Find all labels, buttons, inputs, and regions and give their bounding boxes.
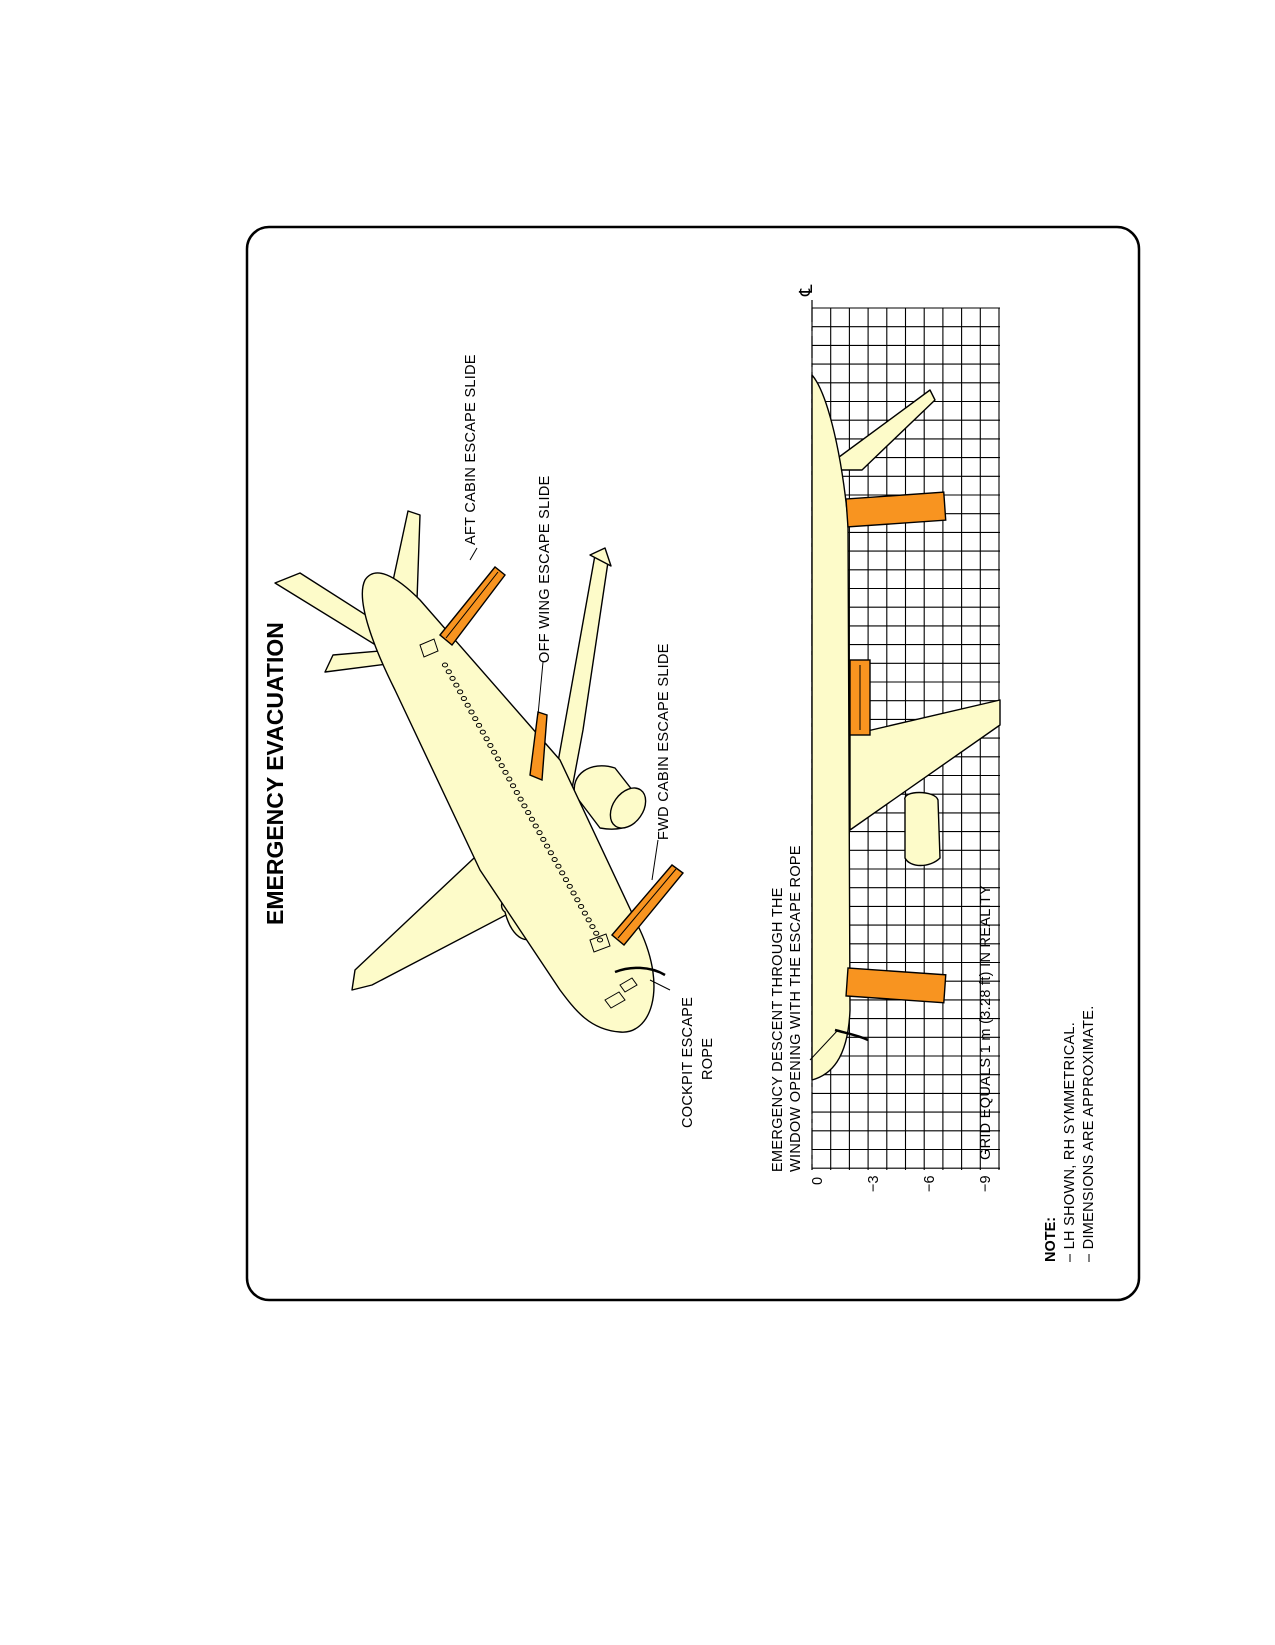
cabin-window: [566, 883, 573, 889]
slide-edge: [617, 868, 677, 939]
cabin-window: [581, 910, 588, 916]
diagram-title: EMERGENCY EVACUATION: [262, 622, 288, 925]
cabin-window: [509, 783, 517, 789]
centerline-symbol: ℄: [796, 284, 816, 297]
note-block: NOTE: – LH SHOWN, RH SYMMETRICAL. – DIME…: [1043, 1005, 1097, 1262]
cabin-window: [593, 930, 600, 936]
aircraft-3d-view: [274, 510, 685, 1033]
cabin-window: [528, 816, 536, 822]
cabin-window: [464, 702, 471, 708]
cabin-window: [513, 789, 520, 795]
tick-label-9: −9: [978, 1175, 994, 1192]
aircraft-plan-view: [811, 374, 1001, 1081]
cockpit-rope-label-1: COCKPIT ESCAPE: [680, 997, 696, 1128]
off-wing-slide: [529, 711, 548, 782]
leader-line: [651, 839, 659, 881]
cabin-window: [559, 870, 566, 876]
cabin-windows: [441, 662, 604, 943]
slide-edge: [445, 571, 499, 639]
cabin-window: [441, 662, 449, 668]
cabin-window: [468, 709, 475, 715]
note-heading: NOTE:: [1043, 1217, 1059, 1262]
cabin-window: [502, 769, 509, 775]
cabin-window: [483, 736, 490, 742]
cockpit-rope-label-2: ROPE: [700, 1038, 716, 1080]
plan-fwd-slide: [845, 967, 947, 1004]
cabin-window: [525, 810, 532, 816]
cabin-window: [570, 890, 577, 896]
plan-escape-rope: [834, 1028, 869, 1042]
plan-aft-slide: [845, 491, 947, 528]
cabin-window: [449, 675, 456, 681]
descent-label-1: EMERGENCY DESCENT THROUGH THE: [770, 887, 786, 1172]
cabin-window: [506, 776, 513, 782]
engine-intake: [609, 787, 647, 829]
note-line-2: – DIMENSIONS ARE APPROXIMATE.: [1081, 1005, 1097, 1262]
fwd-door: [589, 933, 611, 953]
cabin-window: [536, 830, 543, 836]
fwd-cabin-slide-label: FWD CABIN ESCAPE SLIDE: [656, 643, 672, 840]
off-wing-slide-label: OFF WING ESCAPE SLIDE: [537, 475, 553, 663]
plan-engine: [904, 791, 941, 867]
cabin-window: [540, 836, 547, 842]
fwd-cabin-slide: [611, 864, 685, 946]
cabin-window: [562, 877, 570, 883]
cabin-window: [532, 823, 539, 829]
leader-line: [469, 547, 478, 561]
leader-line: [649, 979, 671, 991]
cabin-window: [577, 903, 585, 909]
cabin-window: [498, 763, 505, 769]
fuselage: [361, 572, 655, 1033]
aft-door: [419, 638, 439, 658]
cabin-window: [585, 917, 592, 923]
grid-axis-labels: 0 −3 −6 −9 GRID EQUALS 1 m (3.28 ft) IN …: [810, 885, 994, 1192]
callouts-3d: AFT CABIN ESCAPE SLIDE OFF WING ESCAPE S…: [463, 354, 716, 1128]
plan-wing: [849, 699, 1001, 831]
cabin-window: [596, 937, 604, 943]
tick-label-3: −3: [866, 1175, 882, 1192]
right-wingtip: [589, 547, 612, 567]
leader-line: [537, 661, 544, 716]
cabin-window: [494, 756, 502, 762]
note-line-1: – LH SHOWN, RH SYMMETRICAL.: [1062, 1022, 1078, 1262]
cabin-window: [491, 749, 498, 755]
diagram-frame: [245, 225, 1141, 1302]
cabin-window: [472, 716, 479, 722]
cabin-window: [547, 850, 554, 856]
cabin-window: [475, 722, 483, 728]
grid-scale-note: GRID EQUALS 1 m (3.28 ft) IN REALITY: [978, 885, 994, 1160]
cockpit-window: [619, 977, 638, 993]
cabin-window: [453, 682, 460, 688]
cabin-window: [479, 729, 486, 735]
cabin-window: [460, 696, 468, 702]
cabin-window: [574, 897, 581, 903]
cabin-window: [551, 857, 558, 863]
cabin-window: [521, 803, 528, 809]
cockpit-window: [604, 991, 626, 1009]
tick-label-6: −6: [922, 1175, 938, 1192]
descent-label-2: WINDOW OPENING WITH THE ESCAPE ROPE: [788, 845, 804, 1172]
tick-label-0: 0: [810, 1177, 826, 1185]
left-wing: [351, 842, 526, 991]
descent-callout: EMERGENCY DESCENT THROUGH THE WINDOW OPE…: [770, 845, 839, 1172]
cabin-window: [445, 669, 452, 675]
aft-cabin-slide-label: AFT CABIN ESCAPE SLIDE: [463, 354, 479, 545]
cabin-window: [555, 863, 562, 869]
cabin-window: [487, 742, 494, 748]
leader-line: [809, 1029, 839, 1061]
cabin-window: [457, 689, 464, 695]
cabin-window: [589, 924, 596, 930]
cockpit-escape-rope: [614, 966, 666, 977]
cabin-window: [543, 843, 551, 849]
cabin-window: [517, 796, 524, 802]
